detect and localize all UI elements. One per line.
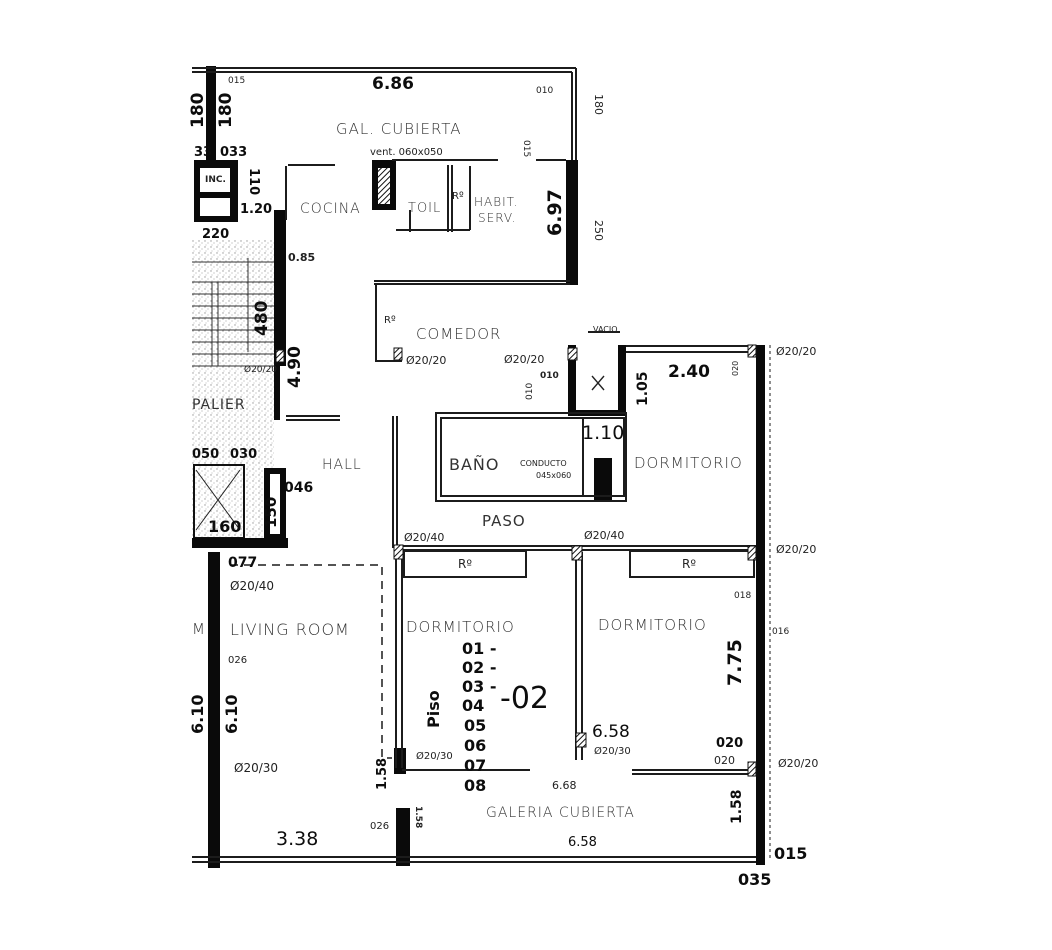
floor-06: 06: [464, 736, 487, 755]
dim-015-vent: 015: [521, 140, 531, 158]
label-ro-dorm2: Rº: [458, 557, 472, 571]
dim-020-dorm: 020: [731, 360, 740, 376]
dim-250: 250: [592, 220, 605, 241]
col-palier: Ø20/20: [244, 365, 278, 375]
dim-150: 150: [262, 496, 280, 528]
dim-697: 6.97: [544, 189, 566, 236]
label-conducto: CONDUCTO: [520, 459, 567, 468]
label-hall: HALL: [322, 457, 362, 473]
col-living-top: Ø20/40: [230, 579, 275, 593]
dim-158-left: 1.58: [375, 757, 390, 790]
dim-120: 1.20: [240, 202, 273, 217]
dim-658-bottom: 6.58: [568, 835, 597, 850]
col-right-mid: Ø20/20: [776, 543, 817, 556]
label-inc: INC.: [205, 175, 226, 185]
label-ro-comedor: Rº: [384, 315, 396, 326]
floor-02: 02 -: [462, 658, 497, 677]
label-ro-toil: Rº: [452, 191, 464, 202]
floor-05: 05: [464, 716, 487, 735]
dim-105: 1.05: [635, 371, 651, 406]
dim-010-top: 010: [536, 86, 554, 96]
dim-338: 3.38: [276, 828, 319, 850]
col-comedor-1: Ø20/20: [406, 354, 447, 367]
floor-01: 01 -: [462, 639, 497, 658]
dim-220: 220: [202, 227, 230, 242]
col-dorm-top: Ø20/20: [776, 345, 817, 358]
dim-240: 2.40: [668, 362, 710, 382]
col-living-mid: Ø20/30: [234, 761, 279, 775]
label-serv: SERV.: [478, 211, 517, 225]
dim-110: 110: [246, 168, 261, 196]
label-dormitorio-3: DORMITORIO: [598, 616, 707, 634]
label-ro-dorm3: Rº: [682, 557, 696, 571]
label-conducto-size: 045x060: [536, 471, 572, 480]
dim-110-bano: 1.10: [582, 422, 625, 444]
dim-016: 016: [772, 627, 790, 637]
dim-010-x: 010: [540, 371, 559, 381]
dim-480: 480: [252, 300, 272, 337]
label-bano: BAÑO: [449, 455, 500, 474]
dim-top-width: 6.86: [372, 74, 414, 94]
label-palier: PALIER: [192, 397, 246, 413]
floor-04: 04: [462, 696, 485, 715]
label-dormitorio-1: DORMITORIO: [634, 454, 743, 472]
dim-vacio: VACIO: [593, 325, 618, 334]
label-galeria-cubierta: GALERIA CUBIERTA: [486, 805, 635, 821]
dim-050: 050: [192, 447, 220, 462]
dim-026-bottom: 026: [370, 821, 390, 832]
dim-775: 7.75: [724, 639, 746, 686]
col-mid-bottom: Ø20/30: [594, 746, 631, 757]
dim-015-right: 015: [774, 844, 808, 863]
floor-08: 08: [464, 776, 487, 795]
label-cocina: COCINA: [300, 201, 361, 217]
col-dorm-bottom: Ø20/30: [416, 751, 453, 762]
dim-046: 046: [284, 480, 314, 496]
dim-026-living: 026: [228, 655, 248, 666]
dim-610-b: 6.10: [222, 694, 241, 734]
label-vent: vent. 060x050: [370, 147, 443, 158]
label-living-room: LIVING ROOM: [230, 620, 350, 639]
columns: [275, 344, 757, 777]
dim-015-top: 015: [228, 76, 246, 86]
dim-033-b: 033: [220, 145, 248, 160]
floor-03: 03 -: [462, 677, 497, 696]
dim-490: 4.90: [285, 346, 305, 388]
label-gal-cubierta: GAL. CUBIERTA: [336, 120, 462, 138]
dim-158-mid: 1.58: [413, 806, 423, 829]
label-toil: TOIL: [408, 201, 442, 216]
col-paso-2: Ø20/40: [584, 529, 625, 542]
dim-018: 018: [734, 591, 752, 601]
label-habit: HABIT.: [474, 195, 519, 209]
dim-033-a: 33: [194, 145, 213, 160]
unit-number: -02: [500, 681, 549, 716]
label-comedor: COMEDOR: [416, 325, 502, 343]
dim-010-comedor: 010: [525, 382, 535, 400]
dim-180-left-b: 180: [216, 92, 236, 129]
dim-658-mid: 6.58: [592, 722, 630, 742]
walls: [192, 66, 765, 868]
dim-158-right: 1.58: [729, 789, 745, 824]
thin-walls: [192, 67, 771, 863]
dim-035: 035: [738, 870, 772, 889]
dim-030: 030: [230, 447, 258, 462]
vacio-cross: [591, 375, 605, 391]
dim-610-a: 6.10: [188, 694, 207, 734]
dim-077: 077: [228, 555, 258, 571]
dim-020-a: 020: [716, 736, 744, 751]
label-living-prefix: M: [192, 620, 206, 638]
dim-180-right: 180: [592, 94, 605, 115]
floor-07: 07: [464, 756, 487, 775]
col-paso-1: Ø20/40: [404, 531, 445, 544]
dim-085: 0.85: [288, 251, 316, 264]
dim-180-left-a: 180: [188, 92, 208, 129]
label-piso: Piso: [424, 690, 443, 728]
col-right-bottom: Ø20/20: [778, 757, 819, 770]
dim-668: 6.68: [552, 779, 577, 792]
dim-020-b: 020: [714, 754, 735, 767]
stair-palier-area: [192, 240, 274, 547]
dim-160: 160: [208, 517, 242, 536]
label-dormitorio-2: DORMITORIO: [406, 618, 515, 636]
label-paso: PASO: [482, 512, 526, 530]
col-comedor-2: Ø20/20: [504, 353, 545, 366]
